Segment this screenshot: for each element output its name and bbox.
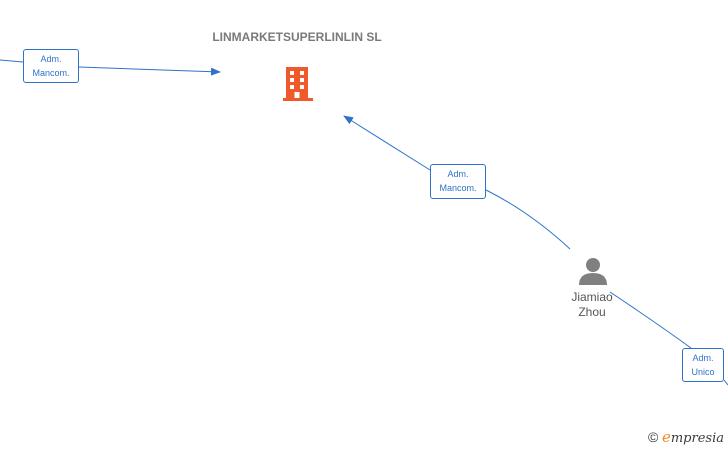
- logo-word: mpresia: [670, 431, 724, 446]
- role-label-line1: Adm.: [40, 54, 62, 64]
- role-label-left[interactable]: Adm. Mancom.: [23, 49, 79, 83]
- edge-left-to-company: [0, 59, 220, 72]
- person-name-line1: Jiamiao: [571, 290, 613, 304]
- role-label-center[interactable]: Adm. Mancom.: [430, 164, 486, 199]
- edge-person-to-company: [344, 116, 571, 250]
- role-label-right[interactable]: Adm. Unico: [682, 348, 724, 382]
- building-icon[interactable]: [282, 66, 314, 102]
- logo-letter: e: [661, 428, 671, 446]
- person-name[interactable]: Jiamiao Zhou: [556, 290, 628, 320]
- empresia-logo[interactable]: © empresia: [648, 428, 724, 446]
- role-label-line2: Unico: [691, 367, 715, 377]
- role-label-line1: Adm.: [692, 353, 714, 363]
- copyright-icon: ©: [648, 429, 659, 445]
- role-label-line2: Mancom.: [32, 68, 70, 78]
- person-name-line2: Zhou: [578, 305, 606, 319]
- person-icon[interactable]: [577, 255, 609, 287]
- company-name[interactable]: LINMARKETSUPERLINLIN SL: [212, 30, 382, 44]
- edge-person-to-role-unico: [609, 291, 728, 386]
- role-label-line1: Adm.: [447, 169, 469, 179]
- role-label-line2: Mancom.: [439, 183, 477, 193]
